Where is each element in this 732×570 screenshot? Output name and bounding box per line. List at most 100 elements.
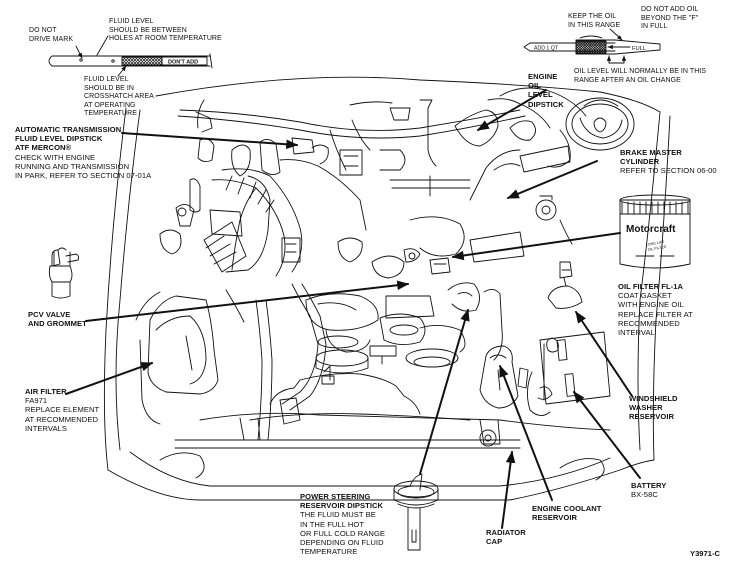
callout-title: RESERVOIR DIPSTICK bbox=[300, 501, 384, 511]
dont-add-marking: DON'T ADD bbox=[168, 60, 198, 66]
callout-note: CHECK WITH ENGINE bbox=[15, 152, 96, 162]
room-temp-label: FLUID LEVEL SHOULD BE BETWEEN HOLES AT R… bbox=[109, 18, 222, 44]
oil-dipstick-illustration bbox=[523, 28, 661, 64]
callout-note: TEMPERATURE bbox=[300, 547, 358, 557]
leader-brake bbox=[506, 160, 598, 199]
callout-title: CAP bbox=[486, 537, 503, 547]
callout-note: DEPENDING ON FLUID bbox=[300, 538, 384, 548]
leader-atf bbox=[121, 132, 299, 150]
leader-oil-dipstick bbox=[476, 89, 547, 131]
do-not-drive-line: DO NOT bbox=[29, 27, 57, 34]
add-1qt-marking: ADD 1 QT bbox=[534, 46, 559, 52]
callout-title: LEVEL bbox=[528, 90, 553, 100]
room-temp-line: FLUID LEVEL bbox=[109, 18, 154, 25]
air-filter-housing bbox=[135, 291, 219, 425]
leader-washer bbox=[575, 311, 633, 397]
power-steering-dipstick-illustration bbox=[393, 473, 439, 551]
callout-title: ENGINE bbox=[528, 72, 558, 81]
callout-note: IN THE FULL HOT bbox=[300, 519, 365, 529]
engine-components bbox=[177, 87, 587, 279]
callout-title: ATF MERCON® bbox=[15, 143, 72, 153]
callout-note: AT RECOMMENDED bbox=[25, 414, 98, 424]
leader-pcv bbox=[85, 280, 410, 322]
do-not-add-line: BEYOND THE "F" bbox=[641, 14, 699, 22]
leader-oil-filter bbox=[451, 232, 621, 261]
battery-callout: BATTERY BX-58C bbox=[631, 481, 666, 499]
callout-title: AND GROMMET bbox=[28, 319, 87, 329]
pcv-valve-illustration bbox=[48, 247, 80, 299]
callout-note: RECOMMENDED bbox=[618, 318, 680, 328]
callout-title: OIL bbox=[528, 81, 541, 91]
coolant-reservoir bbox=[479, 345, 529, 409]
callout-title: WINDSHIELD bbox=[629, 394, 678, 403]
after-change-line: RANGE AFTER AN OIL CHANGE bbox=[574, 76, 681, 84]
operating-temp-line: TEMPERATURE bbox=[84, 110, 137, 118]
left-hardware bbox=[159, 138, 215, 255]
callout-title: BRAKE MASTER bbox=[620, 148, 682, 157]
room-temp-line: SHOULD BE BETWEEN bbox=[109, 26, 187, 34]
callout-note: REPLACE ELEMENT bbox=[25, 405, 100, 415]
operating-temp-line: FLUID LEVEL bbox=[84, 76, 129, 83]
atf-dipstick-callout: AUTOMATIC TRANSMISSION FLUID LEVEL DIPST… bbox=[15, 125, 151, 180]
oil-filter-brand: Motorcraft bbox=[626, 224, 676, 235]
figure-id: Y3971-C bbox=[690, 549, 720, 558]
leader-power-steering bbox=[419, 308, 470, 475]
coolant-reservoir-callout: ENGINE COOLANT RESERVOIR bbox=[532, 504, 601, 522]
operating-temp-label: FLUID LEVEL SHOULD BE IN CROSSHATCH AREA… bbox=[84, 76, 154, 119]
oil-filter-small-1: LONG LIFE bbox=[645, 240, 665, 247]
callout-note: REPLACE FILTER AT bbox=[618, 309, 693, 319]
washer-reservoir bbox=[547, 261, 583, 309]
keep-range-line: IN THIS RANGE bbox=[568, 21, 621, 29]
do-not-add-line: DO NOT ADD OIL bbox=[641, 6, 699, 13]
operating-temp-line: AT OPERATING bbox=[84, 101, 136, 109]
callout-note: INTERVAL bbox=[618, 328, 655, 338]
do-not-add-line: IN FULL bbox=[641, 23, 668, 31]
callout-note: INTERVALS bbox=[25, 423, 67, 433]
do-not-add-oil-label: DO NOT ADD OIL BEYOND THE "F" IN FULL bbox=[641, 6, 698, 32]
washer-reservoir-callout: WINDSHIELD WASHER RESERVOIR bbox=[629, 394, 678, 422]
callout-note: THE FLUID MUST BE bbox=[300, 510, 376, 520]
callout-note: WITH ENGINE OIL bbox=[618, 300, 684, 310]
air-filter-callout: AIR FILTER FA971 REPLACE ELEMENT AT RECO… bbox=[25, 387, 99, 433]
do-not-drive-label: DO NOT DRIVE MARK bbox=[29, 27, 73, 44]
do-not-drive-line: DRIVE MARK bbox=[29, 35, 74, 43]
callout-note: FA971 bbox=[25, 396, 48, 406]
oil-filter-illustration bbox=[619, 194, 691, 269]
keep-oil-range-label: KEEP THE OIL IN THIS RANGE bbox=[568, 13, 620, 30]
battery bbox=[527, 331, 611, 416]
leader-coolant bbox=[499, 364, 553, 501]
keep-range-line: KEEP THE OIL bbox=[568, 13, 617, 20]
full-marking: FULL bbox=[632, 46, 647, 52]
callout-title: OIL FILTER FL-1A bbox=[618, 282, 684, 291]
oil-filter-callout: OIL FILTER FL-1A COAT GASKET WITH ENGINE… bbox=[618, 282, 693, 337]
callout-title: RESERVOIR bbox=[532, 513, 578, 523]
callout-note: RUNNING AND TRANSMISSION bbox=[15, 161, 130, 171]
callout-title: BATTERY bbox=[631, 481, 667, 490]
callout-title: CYLINDER bbox=[620, 157, 660, 167]
brake-master-cylinder bbox=[493, 97, 635, 173]
brake-master-callout: BRAKE MASTER CYLINDER REFER TO SECTION 0… bbox=[620, 148, 717, 176]
callout-title: AIR FILTER bbox=[25, 387, 67, 396]
after-oil-change-label: OIL LEVEL WILL NORMALLY BE IN THIS RANGE… bbox=[574, 68, 706, 85]
room-temp-line: HOLES AT ROOM TEMPERATURE bbox=[109, 35, 222, 43]
callout-note: REFER TO SECTION 06-00 bbox=[620, 166, 717, 176]
callout-title: ENGINE COOLANT bbox=[532, 504, 602, 513]
callout-title: DIPSTICK bbox=[528, 99, 564, 109]
callout-title: FLUID LEVEL DIPSTICK bbox=[15, 134, 103, 144]
callout-title: RADIATOR bbox=[486, 528, 526, 537]
callout-note: BX-58C bbox=[631, 490, 658, 500]
operating-temp-line: SHOULD BE IN bbox=[84, 84, 134, 92]
oil-filter-small-2: OIL FILTER bbox=[647, 245, 667, 252]
callout-note: IN PARK, REFER TO SECTION 07-01A bbox=[15, 171, 152, 181]
leader-battery bbox=[573, 391, 641, 479]
atf-dipstick-illustration bbox=[48, 35, 213, 77]
power-steering-callout: POWER STEERING RESERVOIR DIPSTICK THE FL… bbox=[300, 492, 385, 556]
callout-title: PCV VALVE bbox=[28, 310, 71, 319]
engine-bay-outline bbox=[103, 76, 671, 501]
air-intake-duct bbox=[211, 168, 303, 277]
radiator bbox=[239, 365, 501, 447]
leader-radiator-cap bbox=[501, 450, 516, 529]
callout-note: OR FULL COLD RANGE bbox=[300, 528, 386, 538]
after-change-line: OIL LEVEL WILL NORMALLY BE IN THIS bbox=[574, 68, 707, 75]
